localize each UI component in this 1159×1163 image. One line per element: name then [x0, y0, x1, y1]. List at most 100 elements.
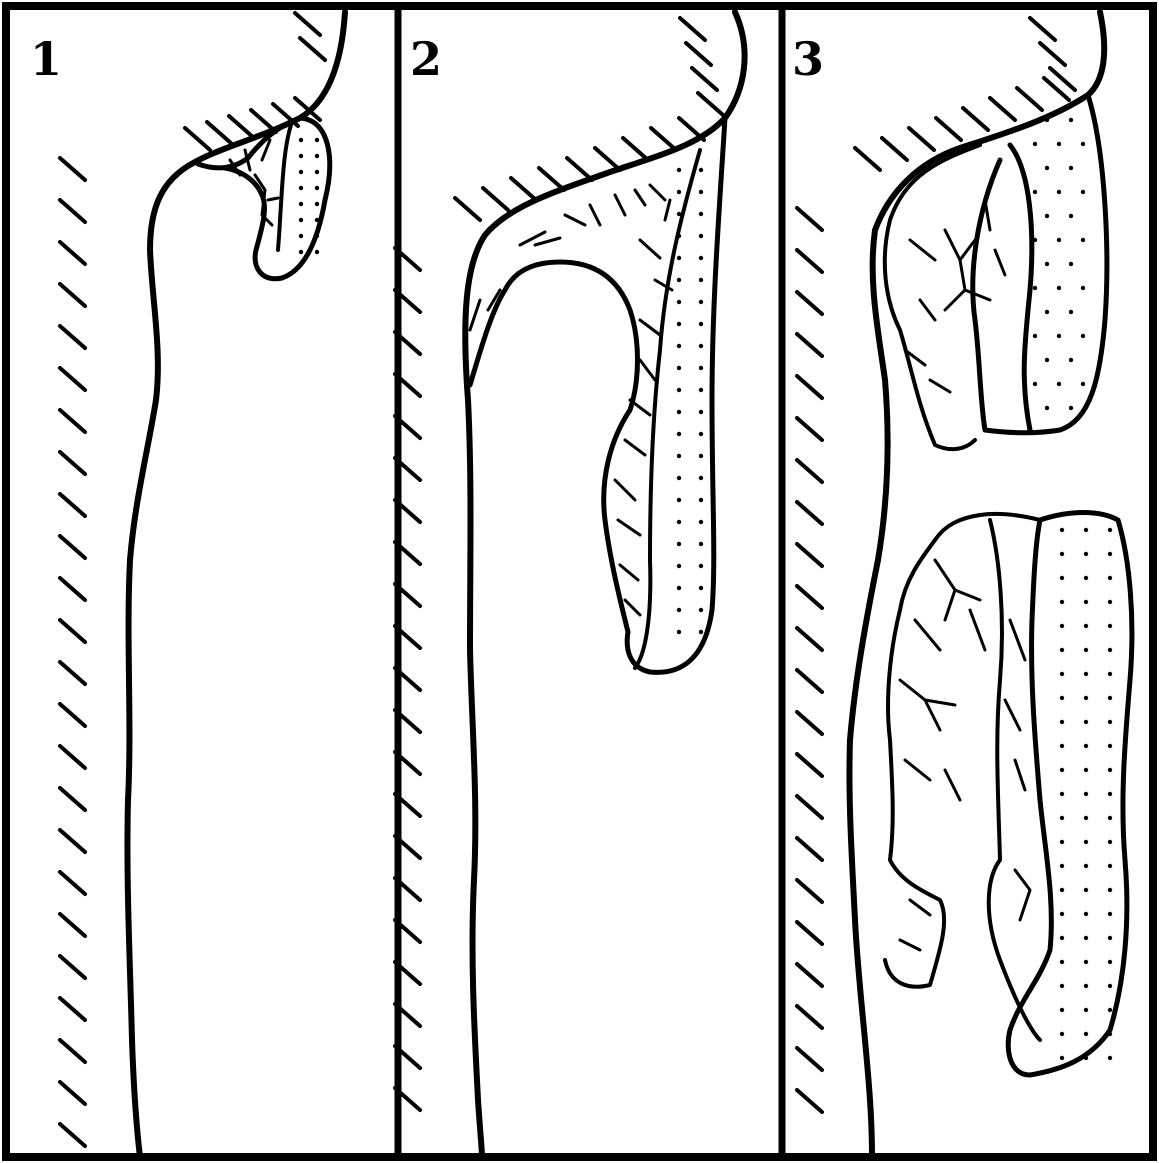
stipple-dot: [1060, 840, 1064, 844]
hatch-tick: [60, 200, 85, 222]
stipple-dot: [1084, 720, 1088, 724]
stipple-dot: [1057, 382, 1061, 386]
stipple-dot: [1108, 888, 1112, 892]
stipple-dot: [1108, 672, 1112, 676]
hatch-tick: [300, 38, 325, 60]
panel-2-moraine-stipple: [677, 168, 703, 634]
stipple-dot: [1045, 310, 1049, 314]
stipple-dot: [699, 322, 703, 326]
stipple-dot: [1069, 406, 1073, 410]
stipple-dot: [699, 256, 703, 260]
stipple-dot: [1084, 600, 1088, 604]
panel-1-hatching: [60, 13, 325, 1146]
stipple-dot: [699, 564, 703, 568]
stipple-dot: [1084, 792, 1088, 796]
stipple-dot: [1060, 576, 1064, 580]
stipple-dot: [677, 630, 681, 634]
stipple-dot: [315, 250, 319, 254]
panel-3-number: 3: [792, 32, 824, 86]
hatch-tick: [60, 494, 85, 516]
stipple-dot: [1033, 334, 1037, 338]
stipple-dot: [1108, 792, 1112, 796]
stipple-dot: [1084, 864, 1088, 868]
panel-3: 3: [792, 12, 1132, 1157]
stipple-dot: [699, 234, 703, 238]
stipple-dot: [1081, 334, 1085, 338]
stipple-dot: [1045, 358, 1049, 362]
stipple-dot: [1084, 552, 1088, 556]
panel-2: 2: [395, 12, 745, 1157]
hatch-tick: [882, 138, 907, 160]
stipple-dot: [1060, 888, 1064, 892]
hatch-tick: [679, 118, 704, 140]
hatch-tick: [909, 128, 934, 150]
panel-1-moraine-stipple: [299, 138, 319, 254]
hatch-tick: [60, 368, 85, 390]
stipple-dot: [1060, 912, 1064, 916]
hatch-tick: [60, 1124, 85, 1146]
stipple-dot: [1045, 214, 1049, 218]
stipple-dot: [1060, 1008, 1064, 1012]
stipple-dot: [1084, 624, 1088, 628]
hatch-tick: [797, 880, 822, 902]
hatch-tick: [797, 460, 822, 482]
stipple-dot: [1045, 262, 1049, 266]
stipple-dot: [315, 218, 319, 222]
stipple-dot: [1060, 792, 1064, 796]
stipple-dot: [677, 608, 681, 612]
hatch-tick: [651, 128, 676, 150]
hatch-tick: [60, 956, 85, 978]
hatch-tick: [797, 1048, 822, 1070]
stipple-dot: [677, 168, 681, 172]
stipple-dot: [299, 202, 303, 206]
hatch-tick: [797, 418, 822, 440]
panel-3-glacier-upper: [885, 95, 1107, 449]
stipple-dot: [1033, 286, 1037, 290]
stipple-dot: [699, 366, 703, 370]
stipple-dot: [1084, 528, 1088, 532]
panel-2-hatching: [395, 18, 723, 1110]
stipple-dot: [1057, 334, 1061, 338]
stipple-dot: [1108, 816, 1112, 820]
panel-2-number: 2: [410, 32, 442, 86]
stipple-dot: [677, 256, 681, 260]
stipple-dot: [1108, 1032, 1112, 1036]
hatch-tick: [797, 964, 822, 986]
hatch-tick: [797, 1006, 822, 1028]
hatch-tick: [60, 998, 85, 1020]
panel-3-upper-moraine-stipple: [1033, 118, 1085, 410]
stipple-dot: [1108, 744, 1112, 748]
stipple-dot: [299, 170, 303, 174]
hatch-tick: [60, 872, 85, 894]
stipple-dot: [1108, 624, 1112, 628]
stipple-dot: [677, 432, 681, 436]
panel-1-glacier: [198, 118, 330, 279]
hatch-tick: [623, 138, 648, 160]
stipple-dot: [299, 138, 303, 142]
hatch-tick: [1017, 88, 1042, 110]
stipple-dot: [699, 168, 703, 172]
stipple-dot: [315, 234, 319, 238]
stipple-dot: [299, 234, 303, 238]
stipple-dot: [1084, 648, 1088, 652]
stipple-dot: [1108, 552, 1112, 556]
stipple-dot: [315, 138, 319, 142]
stipple-dot: [1060, 696, 1064, 700]
hatch-tick: [797, 754, 822, 776]
hatch-tick: [855, 148, 880, 170]
stipple-dot: [1060, 624, 1064, 628]
stipple-dot: [1081, 190, 1085, 194]
stipple-dot: [1033, 238, 1037, 242]
stipple-dot: [699, 542, 703, 546]
stipple-dot: [677, 542, 681, 546]
stipple-dot: [1084, 768, 1088, 772]
stipple-dot: [699, 476, 703, 480]
stipple-dot: [677, 212, 681, 216]
hatch-tick: [797, 922, 822, 944]
stipple-dot: [315, 154, 319, 158]
stipple-dot: [1108, 912, 1112, 916]
hatch-tick: [60, 914, 85, 936]
hatch-tick: [60, 284, 85, 306]
stipple-dot: [1045, 118, 1049, 122]
